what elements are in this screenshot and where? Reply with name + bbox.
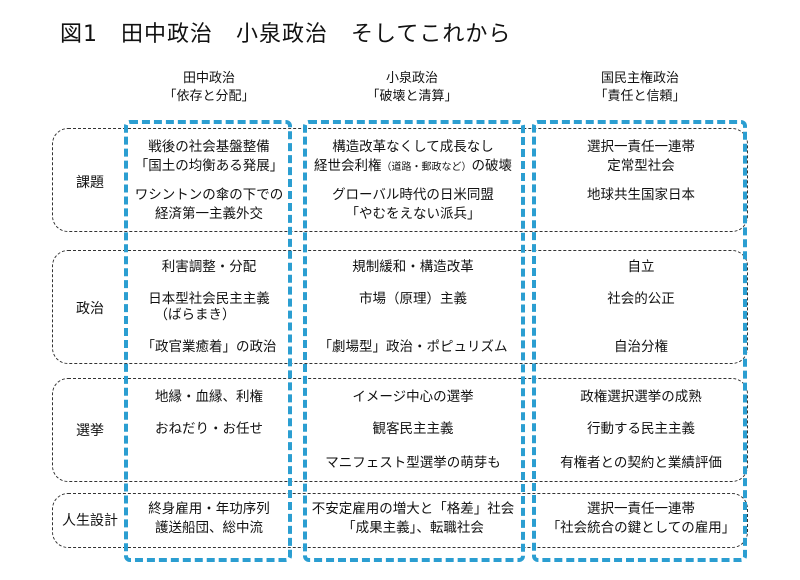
row-label-kadai: 課題 xyxy=(76,175,104,191)
cell-text: 日本型社会民主主義 xyxy=(148,291,270,307)
cell-text: ワシントンの傘の下での xyxy=(134,187,284,203)
row-box-senkyo xyxy=(52,378,748,482)
row-label-senkyo: 選挙 xyxy=(76,423,104,439)
row-box-jinsei xyxy=(52,493,748,548)
cell-text: 観客民主主義 xyxy=(372,421,454,437)
cell-text: 「国土の均衡ある発展」 xyxy=(134,158,284,174)
cell-text: 終身雇用・年功序列 xyxy=(148,501,270,517)
cell-text: 構造改革なくして成長なし xyxy=(332,139,494,155)
cell-text: 市場（原理）主義 xyxy=(359,291,467,307)
cell-text: 自治分権 xyxy=(614,339,668,355)
column-subtitle: 「破壊と清算」 xyxy=(366,89,458,104)
cell-text-small: （道路・郵政など） xyxy=(381,162,472,173)
cell-text-mixed: 経世会利権（道路・郵政など）の破壊 xyxy=(302,157,524,177)
cell-text: 選択一責任一連帯 xyxy=(587,501,695,517)
cell-text: イメージ中心の選挙 xyxy=(352,389,474,405)
row-label-jinsei: 人生設計 xyxy=(62,513,118,529)
cell-text: の破壊 xyxy=(471,158,513,174)
cell-text: 「社会統合の鍵としての雇用」 xyxy=(546,520,736,536)
cell-text: 利害調整・分配 xyxy=(161,259,257,275)
column-name: 田中政治 xyxy=(182,71,235,86)
cell-text: 行動する民主主義 xyxy=(587,421,695,437)
cell-text: 自立 xyxy=(627,259,655,275)
column-header-kokumin: 国民主権政治 「責任と信頼」 xyxy=(540,70,740,106)
cell-text: 護送船団、総中流 xyxy=(155,520,263,536)
cell-text: 地球共生国家日本 xyxy=(587,187,695,203)
cell-text: 経世会利権 xyxy=(314,158,382,174)
column-subtitle: 「責任と信頼」 xyxy=(594,89,686,104)
column-subtitle: 「依存と分配」 xyxy=(163,89,255,104)
cell-text: 「政官業癒着」の政治 xyxy=(141,339,277,355)
cell-text: 地縁・血縁、利権 xyxy=(155,389,263,405)
cell-text: 有権者との契約と業績評価 xyxy=(560,455,722,471)
column-name: 国民主権政治 xyxy=(600,71,679,86)
cell-text: 不安定雇用の増大と「格差」社会 xyxy=(311,501,515,517)
cell-text: グローバル時代の日米同盟 xyxy=(332,187,494,203)
column-header-tanaka: 田中政治 「依存と分配」 xyxy=(109,70,309,106)
column-name: 小泉政治 xyxy=(385,71,438,86)
cell-text: 「成果主義」、転職社会 xyxy=(342,520,484,536)
cell-text: 定常型社会 xyxy=(607,158,675,174)
figure-title: 図1 田中政治 小泉政治 そしてこれから xyxy=(60,22,512,47)
cell-text: 「劇場型」政治・ポピュリズム xyxy=(318,339,508,355)
cell-text: 戦後の社会基盤整備 xyxy=(148,139,270,155)
cell-text: （ばらまき） xyxy=(154,307,236,323)
cell-text: 政権選択選挙の成熟 xyxy=(580,389,702,405)
cell-text: おねだり・お任せ xyxy=(155,421,263,437)
cell-text: 規制緩和・構造改革 xyxy=(352,259,474,275)
column-box-tanaka xyxy=(124,120,292,562)
cell-text: 「やむをえない派兵」 xyxy=(345,206,481,222)
cell-text: マニフェスト型選挙の萌芽も xyxy=(325,455,501,471)
cell-text: 社会的公正 xyxy=(607,291,675,307)
column-box-koizumi xyxy=(303,120,525,562)
column-box-kokumin xyxy=(532,120,747,562)
row-box-kadai xyxy=(52,128,748,232)
row-box-seiji xyxy=(52,250,748,364)
cell-text: 選択一責任一連帯 xyxy=(587,139,695,155)
column-header-koizumi: 小泉政治 「破壊と清算」 xyxy=(312,70,512,106)
cell-text: 経済第一主義外交 xyxy=(155,206,263,222)
row-label-seiji: 政治 xyxy=(76,301,104,317)
